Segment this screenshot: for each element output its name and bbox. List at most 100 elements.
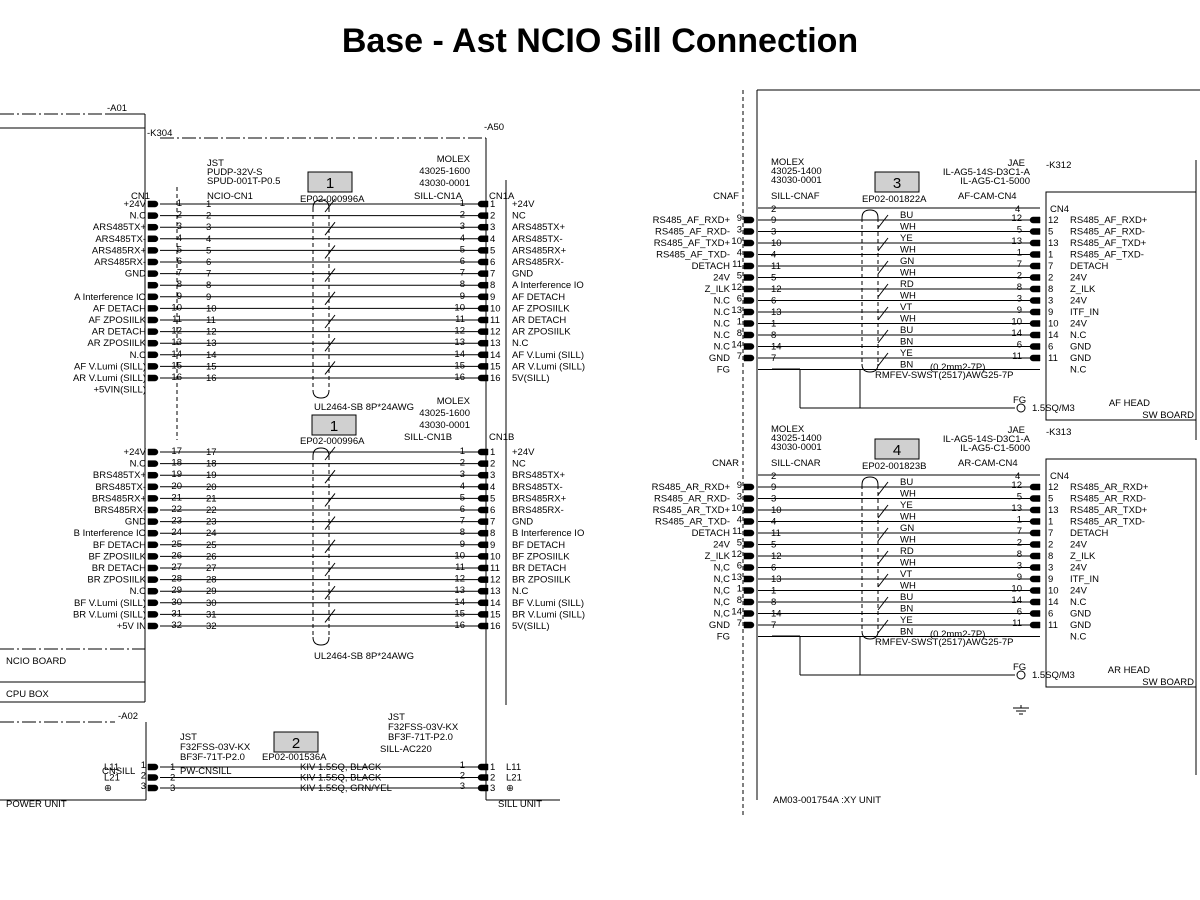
af-color-5: WH — [900, 268, 916, 279]
cn1b-right-pin-2: 3 — [490, 470, 495, 481]
af-left-pin-2: 10 — [731, 236, 742, 247]
af-color-7: WH — [900, 291, 916, 302]
cn1-right-plug-2 — [477, 223, 489, 231]
cn1b-left-label-3: BRS485TX- — [95, 482, 146, 493]
ar-left-pin-11: 14 — [731, 607, 742, 618]
af-right-pin-12: 11 — [1048, 353, 1058, 364]
ar-right-pin-num-3: 1 — [1017, 515, 1022, 526]
cn1-left-plug-15 — [147, 374, 159, 382]
cn1-left-plug-5 — [147, 258, 159, 266]
cn1-right-pin-num-7: 8 — [460, 279, 465, 290]
af-src-mfr-3: 43030-0001 — [771, 175, 822, 186]
af-right-label-4: DETACH — [1070, 261, 1108, 272]
cn1-right-pin-num-6: 7 — [460, 268, 465, 279]
cn1b-right-pin-8: 9 — [490, 540, 495, 551]
ar-color-0: BU — [900, 477, 913, 488]
ar-right-label-2: RS485_AR_TXD+ — [1070, 505, 1148, 516]
pw-src-name: PW-CNSILL — [180, 766, 232, 777]
af-left-plug-0 — [743, 216, 755, 224]
cn1-twist-4 — [324, 245, 336, 259]
cn1b-right-label-15: 5V(SILL) — [512, 621, 550, 632]
cn1-left-label-8: A Interference IO — [74, 292, 146, 303]
ar-right-label-6: Z_ILK — [1070, 551, 1096, 562]
ar-right-plug-12 — [1029, 621, 1041, 629]
cn1b-twist-10 — [324, 562, 336, 577]
af-right-pin-4: 7 — [1048, 261, 1053, 272]
cn1b-right-label-3: BRS485TX- — [512, 482, 563, 493]
cn1b-dst-connector-label: CN1B — [489, 432, 514, 443]
cn1b-right-pin-num-6: 7 — [460, 516, 465, 527]
ar-twist-2 — [877, 504, 889, 519]
cn1b-right-label-5: BRS485RX- — [512, 505, 564, 516]
ar-color-3: WH — [900, 512, 916, 523]
af-right-pin-num-0: 12 — [1011, 213, 1022, 224]
af-left-label-5: 24V — [713, 273, 731, 284]
cn1b-left-plug-1 — [147, 460, 159, 467]
ar-right-label-9: 24V — [1070, 586, 1088, 597]
af-left-plug-7 — [743, 297, 755, 304]
cn1b-left-label-1: N.C — [130, 459, 147, 470]
cn1-right-pin-11: 12 — [490, 327, 501, 338]
af-right-pin-num-8: 9 — [1017, 305, 1022, 316]
cn1-right-pin-num-11: 12 — [454, 326, 465, 337]
af-left-label-0: RS485_AF_RXD+ — [653, 215, 731, 226]
af-color-11: BN — [900, 337, 913, 348]
ar-left-pin-7: 6 — [737, 561, 742, 572]
af-left-label-6: Z_ILK — [705, 284, 731, 295]
af-left-pin-5: 5 — [737, 271, 742, 282]
cn1-right-plug-3 — [477, 235, 489, 243]
af-right-pin-num-4: 7 — [1017, 259, 1022, 270]
cn1-right-label-10: AR DETACH — [512, 315, 566, 326]
af-right-pin-9: 10 — [1048, 319, 1059, 330]
ar-right-pin-num-5: 2 — [1017, 538, 1022, 549]
af-right-pin-10: 14 — [1048, 330, 1059, 341]
cn1b-left-label-6: GND — [125, 517, 146, 528]
ar-right-plug-9 — [1029, 587, 1041, 594]
af-color-1: WH — [900, 222, 916, 233]
pw-right-label-0: L11 — [506, 762, 521, 773]
cn1-left-label-2: ARS485TX+ — [93, 222, 147, 233]
ar-twist-10 — [877, 596, 889, 611]
cn1-right-plug-11 — [477, 328, 489, 335]
ar-right-label-0: RS485_AR_RXD+ — [1070, 482, 1149, 493]
cn1-right-label-5: ARS485RX- — [512, 257, 564, 268]
ar-right-label-13: N.C — [1070, 632, 1087, 643]
ar-left-plug-5 — [743, 541, 755, 548]
cn1b-right-label-1: NC — [512, 459, 526, 470]
cn1-left-label-15: AR V.Lumi (SILL) — [73, 373, 146, 384]
cn1-left-plug-8 — [147, 293, 159, 301]
cn1-dst-connector-label: CN1A — [489, 191, 515, 202]
cn1-right-plug-1 — [477, 212, 489, 219]
af-left-plug-11 — [743, 343, 755, 350]
ar-color-7: WH — [900, 558, 916, 569]
af-head-board: SW BOARD — [1142, 410, 1194, 421]
ar-left-label-5: 24V — [713, 540, 731, 551]
cn1-right-plug-0 — [477, 200, 489, 208]
cn1-right-pin-4: 5 — [490, 245, 495, 256]
pw-dst-mfr-1: JST — [388, 712, 405, 723]
af-left-label-3: RS485_AF_TXD- — [656, 250, 730, 261]
cn1-left-plug-3 — [147, 235, 159, 243]
ar-right-pin-num-7: 3 — [1017, 561, 1022, 572]
ar-left-label-12: GND — [709, 620, 730, 631]
ar-color-5: WH — [900, 535, 916, 546]
af-left-plug-6 — [743, 285, 755, 293]
af-left-pin-3: 4 — [737, 248, 742, 259]
pw-left-plug-0 — [147, 763, 159, 771]
ar-cable-shield-ends — [861, 476, 879, 640]
ar-head-name: AR HEAD — [1108, 665, 1150, 676]
af-color-12: YE — [900, 348, 913, 359]
ar-left-plug-9 — [743, 587, 755, 594]
ar-right-label-12: GND — [1070, 620, 1091, 631]
cn1-left-plug-13 — [147, 351, 159, 359]
af-right-plug-3 — [1029, 251, 1041, 258]
cn1-cable-part: EP02-000996A — [300, 194, 365, 205]
cn1b-left-label-8: BF DETACH — [93, 540, 146, 551]
ar-right-label-5: 24V — [1070, 540, 1088, 551]
cn1-right-pin-num-4: 5 — [460, 244, 465, 255]
cn1b-twist-8 — [324, 539, 336, 554]
cn1-left-label-5: ARS485RX- — [94, 257, 146, 268]
cn1b-left-plug-15 — [147, 622, 159, 630]
af-right-label-6: Z_ILK — [1070, 284, 1096, 295]
ar-right-pin-6: 8 — [1048, 551, 1053, 562]
